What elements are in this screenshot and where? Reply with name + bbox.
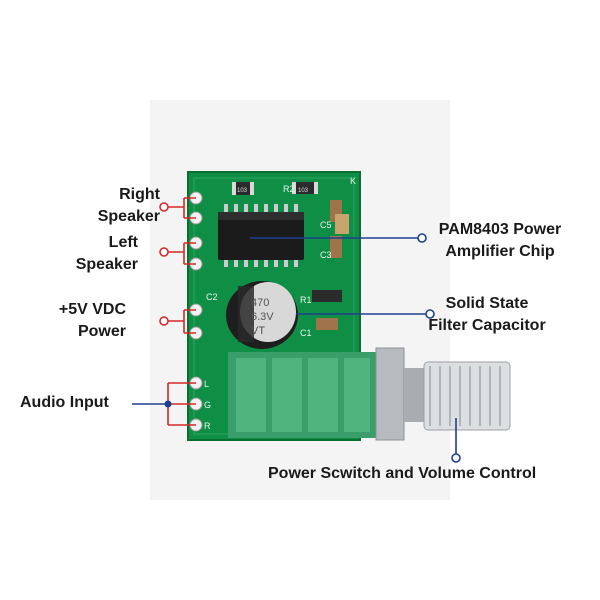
leader-audio [132,382,196,426]
cap-value: 470 [251,297,269,309]
filter-capacitor [226,281,298,349]
smd-code-2: 103 [298,188,309,194]
label-right-speaker: Right Speaker [97,186,160,225]
leaders-right [250,237,457,458]
smd-code-1: 103 [237,188,248,194]
label-switch-volume: Power Scwitch and Volume Control [268,465,537,482]
amplifier-chip [218,204,304,267]
label-power-5v: +5V VDC Power [58,301,126,340]
potentiometer [228,347,511,441]
label-amplifier-chip: PAM8403 Power Amplifier Chip [438,221,562,260]
leader-dots-left [159,202,169,326]
silk-c3: C3 [320,250,332,260]
leaders-left [168,197,196,334]
silk-k: K [350,176,356,186]
label-audio-input: Audio Input [20,394,109,411]
silk-r1: R1 [300,295,312,305]
label-left-speaker: Left Speaker [75,234,138,273]
label-filter-capacitor: Solid State Filter Capacitor [428,295,546,334]
silk-c1: C1 [300,328,312,338]
smd-components [232,182,349,330]
cap-voltage: 6.3V [251,311,274,323]
silk-c5: C5 [320,220,332,230]
solder-pads [189,191,203,432]
silk-r: R [204,421,211,431]
silk-l: L [204,379,209,389]
silk-c2: C2 [206,292,218,302]
silk-r2: R2 [283,184,295,194]
silk-g: G [204,400,211,410]
cap-series: VT [251,325,265,337]
leader-dots-right [417,233,461,463]
